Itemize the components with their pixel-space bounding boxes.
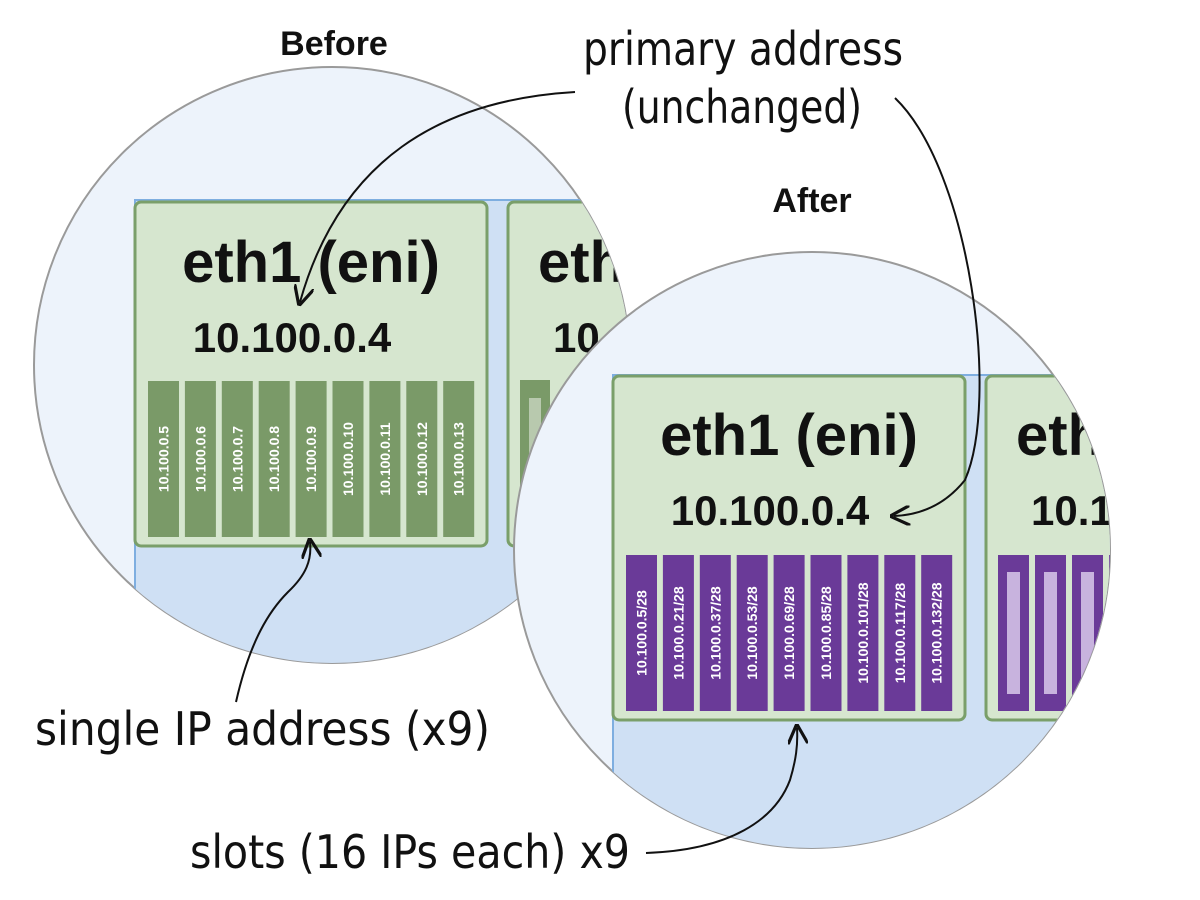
before-ip-label: 10.100.0.7: [229, 426, 245, 492]
after-eni2-label: eth: [1016, 403, 1103, 468]
after-eni2-slot-inner: [1007, 572, 1020, 694]
arrow-primary-to-before: [300, 91, 576, 302]
after-prefix-slot: [773, 555, 805, 711]
before-ip-slot: [184, 381, 216, 537]
after-prefix-label: 10.100.0.53/28: [744, 586, 760, 680]
after-prefix-slot: [810, 555, 842, 711]
before-ip-label: 10.100.0.11: [377, 422, 393, 495]
annotation-slots: slots (16 IPs each) x9: [190, 825, 630, 879]
after-prefix-slot: [884, 555, 916, 711]
before-ip-slot: [332, 381, 364, 537]
before-ip-slot: [295, 381, 327, 537]
before-ip-label: 10.100.0.5: [156, 426, 172, 492]
before-eni-label: eth1 (eni): [182, 230, 440, 295]
arrow-primary-to-after: [894, 97, 981, 516]
before-ip-slot: [221, 381, 253, 537]
after-prefix-label: 10.100.0.37/28: [707, 586, 723, 680]
after-prefix-label: 10.100.0.132/28: [929, 582, 945, 683]
after-prefix-label: 10.100.0.117/28: [892, 583, 908, 684]
before-ip-slot: [406, 381, 438, 537]
annotations: [235, 91, 981, 854]
after-eni2-prefix-slots: [998, 555, 1131, 711]
after-prefix-slot: [736, 555, 768, 711]
before-ip-label: 10.100.0.6: [192, 426, 208, 492]
after-prefix-label: 10.100.0.69/28: [781, 586, 797, 680]
after-eni2-slot-inner: [1118, 572, 1131, 694]
before-ip-label: 10.100.0.10: [340, 422, 356, 496]
after-eni2-slot: [1109, 555, 1110, 711]
arrow-single-ip: [235, 542, 310, 703]
after-prefix-label: 10.100.0.21/28: [670, 586, 686, 680]
before-ip-slot: [258, 381, 290, 537]
arrow-slots: [645, 728, 797, 854]
before-ip-label: 10.100.0.13: [451, 422, 467, 496]
after-prefix-label: 10.100.0.101/28: [855, 582, 871, 683]
after-primary-ip: 10.100.0.4: [671, 487, 870, 534]
after-prefix-slot: [626, 555, 657, 711]
before-ip-slot: [148, 381, 179, 537]
after-prefix-slot: [662, 555, 694, 711]
before-ip-label: 10.100.0.8: [266, 426, 282, 492]
after-eni2-slot-inner: [1044, 572, 1057, 694]
after-heading: After: [772, 182, 851, 220]
after-eni-label: eth1 (eni): [660, 403, 918, 468]
annotation-primary-line2: (unchanged): [622, 80, 862, 134]
before-ip-label: 10.100.0.9: [303, 426, 319, 492]
annotation-single-ip: single IP address (x9): [35, 702, 490, 756]
annotation-primary-line1: primary address: [583, 22, 903, 76]
before-heading: Before: [280, 25, 388, 63]
after-prefix-slots: 10.100.0.5/28 10.100.0.21/28 10.100.0.37/2…: [626, 555, 953, 711]
after-prefix-slot: [847, 555, 879, 711]
before-ip-slot: [443, 381, 475, 537]
after-prefix-label: 10.100.0.5/28: [634, 590, 650, 676]
after-prefix-slot: [921, 555, 953, 711]
before-primary-ip: 10.100.0.4: [193, 314, 392, 361]
after-eni2-primary-ip: 10.1: [1031, 487, 1113, 534]
before-ip-slots: 10.100.0.5 10.100.0.6 10.100.0.7 10.100.0.8…: [148, 381, 475, 537]
after-prefix-slot: [699, 555, 731, 711]
before-ip-slot: [369, 381, 401, 537]
before-ip-label: 10.100.0.12: [414, 422, 430, 496]
after-prefix-label: 10.100.0.85/28: [818, 586, 834, 680]
